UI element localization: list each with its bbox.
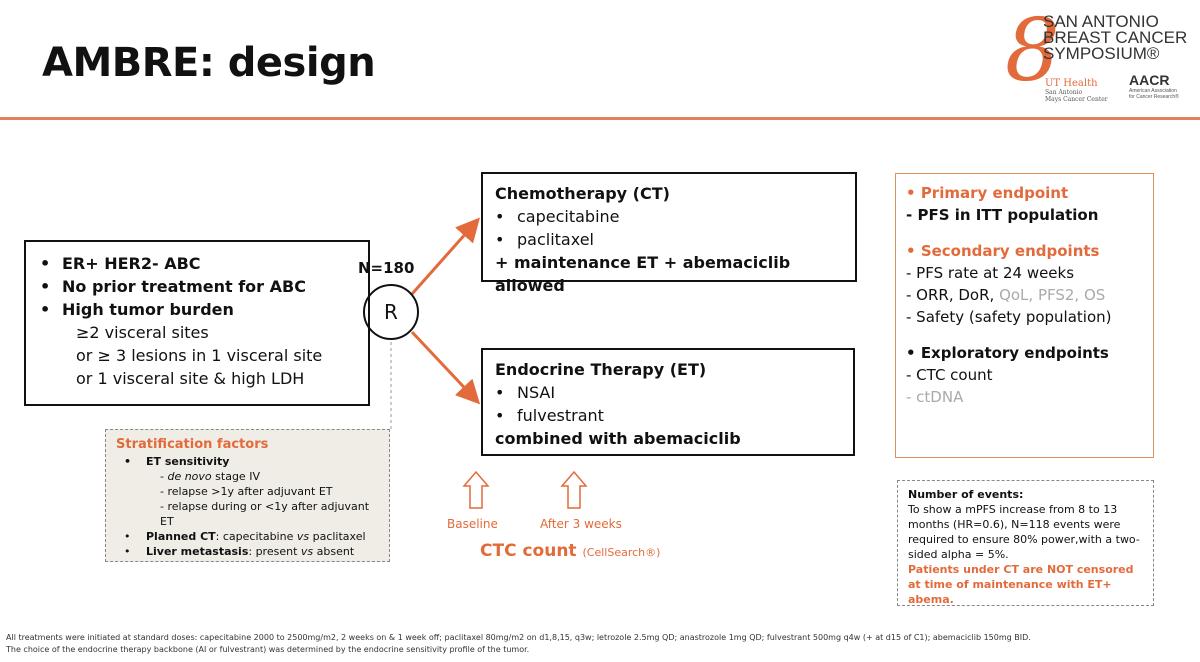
endocrine-arm: Endocrine Therapy (ET) •NSAI •fulvestran… xyxy=(481,348,855,456)
header-divider xyxy=(0,117,1200,120)
endpoints-box: • Primary endpoint - PFS in ITT populati… xyxy=(895,173,1154,458)
sabcs-logo: 8 SAN ANTONIO BREAST CANCER SYMPOSIUM® U… xyxy=(1005,8,1195,118)
stratification-box: Stratification factors •ET sensitivity -… xyxy=(105,429,390,562)
ctc-count-label: CTC count (CellSearch®) xyxy=(480,541,661,561)
baseline-arrow-icon xyxy=(462,470,490,509)
randomization-node: R xyxy=(363,284,419,340)
arrow-to-ct xyxy=(410,217,480,295)
events-box: Number of events: To show a mPFS increas… xyxy=(897,480,1154,606)
baseline-label: Baseline xyxy=(447,517,498,531)
sample-size: N=180 xyxy=(358,259,415,277)
sabcs-wordmark: SAN ANTONIO BREAST CANCER SYMPOSIUM® xyxy=(1043,12,1188,63)
population-box: •ER+ HER2- ABC •No prior treatment for A… xyxy=(24,240,370,406)
after-3-weeks-label: After 3 weeks xyxy=(540,517,622,531)
arrow-to-et xyxy=(410,330,481,405)
ribbon-logo-icon: 8 xyxy=(1005,1,1060,101)
after-arrow-icon xyxy=(560,470,588,509)
chemotherapy-arm: Chemotherapy (CT) •capecitabine •paclita… xyxy=(481,172,857,295)
slide-title: AMBRE: design xyxy=(42,40,376,86)
aacr-logo: AACR American Association for Cancer Res… xyxy=(1129,72,1179,100)
footnote: All treatments were initiated at standar… xyxy=(6,633,1031,654)
ut-health-logo: UT Health San Antonio Mays Cancer Center xyxy=(1045,78,1108,103)
